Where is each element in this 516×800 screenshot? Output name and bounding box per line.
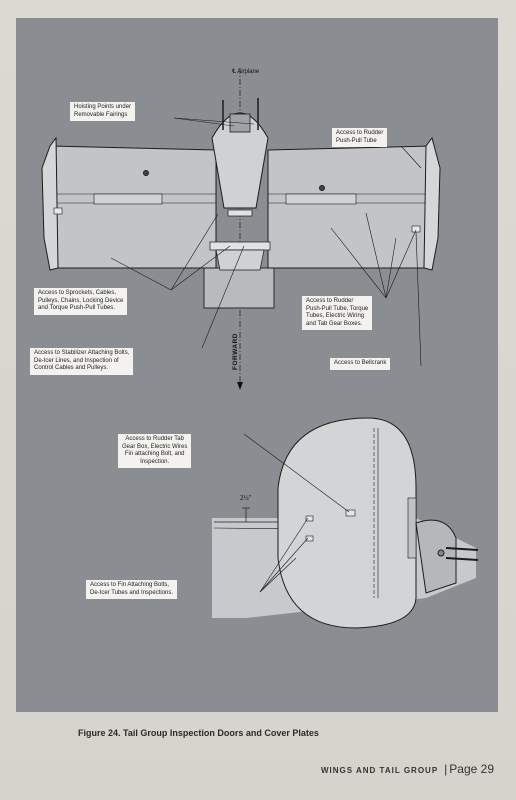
page-footer: WINGS AND TAIL GROUP |Page 29 xyxy=(321,762,494,776)
leader-lines-top xyxy=(110,117,422,367)
tail-group-drawing xyxy=(41,68,479,629)
forward-label: FORWARD xyxy=(232,333,239,370)
rudder-tab-callout: Access to Rudder Tab Gear Box, Electric … xyxy=(118,434,192,468)
sprockets-callout: Access to Sprockets, Cables, Pulleys, Ch… xyxy=(34,288,128,315)
rudder-torque-callout: Access to Rudder Push-Pull Tube, Torque … xyxy=(302,296,373,330)
section-title: WINGS AND TAIL GROUP xyxy=(320,766,439,775)
side-view xyxy=(212,417,479,629)
stabilizer-left xyxy=(49,145,217,269)
rudder-push-pull-callout: Access to Rudder Push-Pull Tube xyxy=(332,128,388,147)
leader-lines-side xyxy=(243,433,350,593)
top-view xyxy=(41,68,441,388)
figure-plate: ℄ Airplane Hoisting Points under Removab… xyxy=(16,18,498,712)
stabilizer-callout: Access to Stabilizer Attaching Bolts, De… xyxy=(30,348,134,375)
dimension-label: 2½" xyxy=(240,494,252,502)
page-number: Page 29 xyxy=(449,762,494,776)
hoisting-points-callout: Hoisting Points under Removable Fairings xyxy=(70,102,136,121)
bellcrank-callout: Access to Bellcrank xyxy=(330,358,391,370)
endplate-left xyxy=(41,136,59,271)
figure-caption: Figure 24. Tail Group Inspection Doors a… xyxy=(78,728,319,738)
endplate-right xyxy=(423,136,441,271)
fuselage-aft xyxy=(203,267,275,309)
footer-separator: | xyxy=(444,762,448,776)
fin-bolts-callout: Access to Fin Attaching Bolts, De-Icer T… xyxy=(86,580,178,599)
airplane-axis-label: ℄ Airplane xyxy=(232,69,260,75)
forward-arrow-head xyxy=(237,382,243,390)
